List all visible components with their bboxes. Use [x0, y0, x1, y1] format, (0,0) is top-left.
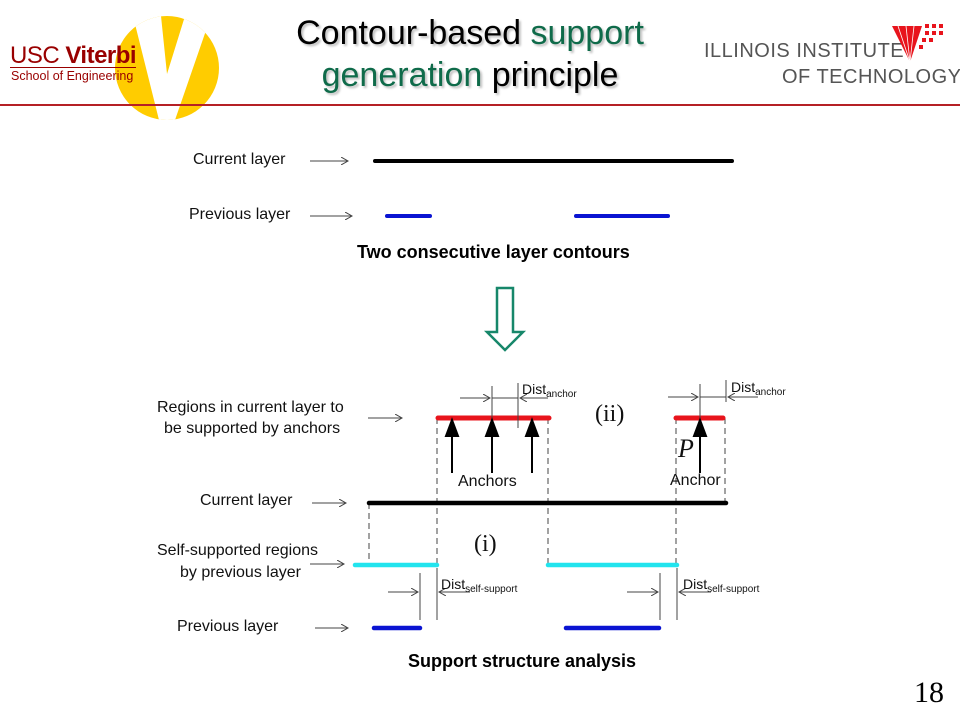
top-diagram-caption: Two consecutive layer contours — [357, 242, 630, 262]
anchor-arrowhead — [484, 417, 500, 437]
slide-number: 18 — [914, 676, 944, 709]
viterbi-v-emblem — [115, 16, 219, 120]
bottom-previous-layer-label: Previous layer — [177, 618, 279, 635]
header-divider — [0, 104, 960, 106]
bottom-diagram-caption: Support structure analysis — [408, 651, 637, 671]
dist-anchor-label: Distanchor — [522, 381, 577, 400]
logo-divider — [10, 67, 136, 68]
usc-viterbi-logo: USC Viterbi School of Engineering — [0, 0, 260, 120]
anchor-label: Anchor — [670, 472, 721, 489]
self-supported-label-line2: by previous layer — [180, 564, 301, 581]
usc-viterbi-wordmark: USC Viterbi — [10, 42, 137, 69]
bottom-current-layer-label: Current layer — [200, 492, 293, 509]
slide-title: Contour-based support generation princip… — [296, 14, 644, 94]
anchors-label: Anchors — [458, 473, 517, 490]
iit-triangle-emblem — [892, 24, 943, 63]
iit-line1: ILLINOIS INSTITUTE — [704, 40, 905, 62]
self-supported-label-line1: Self-supported regions — [157, 542, 318, 559]
iit-logo: ILLINOIS INSTITUTE OF TECHNOLOGY — [700, 20, 960, 100]
usc-school-name: School of Engineering — [11, 69, 134, 83]
case-i-label: (i) — [474, 531, 497, 557]
anchor-arrowhead — [524, 417, 540, 437]
dist-anchor-label: Distanchor — [731, 379, 786, 398]
point-p-label: P — [678, 434, 694, 463]
top-previous-layer-label: Previous layer — [189, 206, 291, 223]
dist-self-support-label: Distself-support — [441, 576, 518, 595]
hollow-down-arrow-icon — [483, 286, 527, 352]
regions-label-line1: Regions in current layer to — [157, 399, 344, 416]
dist-self-support-label: Distself-support — [683, 576, 760, 595]
regions-label-line2: be supported by anchors — [164, 420, 341, 437]
top-current-layer-label: Current layer — [193, 151, 286, 168]
anchor-arrowhead — [444, 417, 460, 437]
case-ii-label: (ii) — [595, 401, 625, 427]
anchor-arrowhead — [692, 417, 708, 437]
iit-line2: OF TECHNOLOGY — [782, 66, 960, 88]
